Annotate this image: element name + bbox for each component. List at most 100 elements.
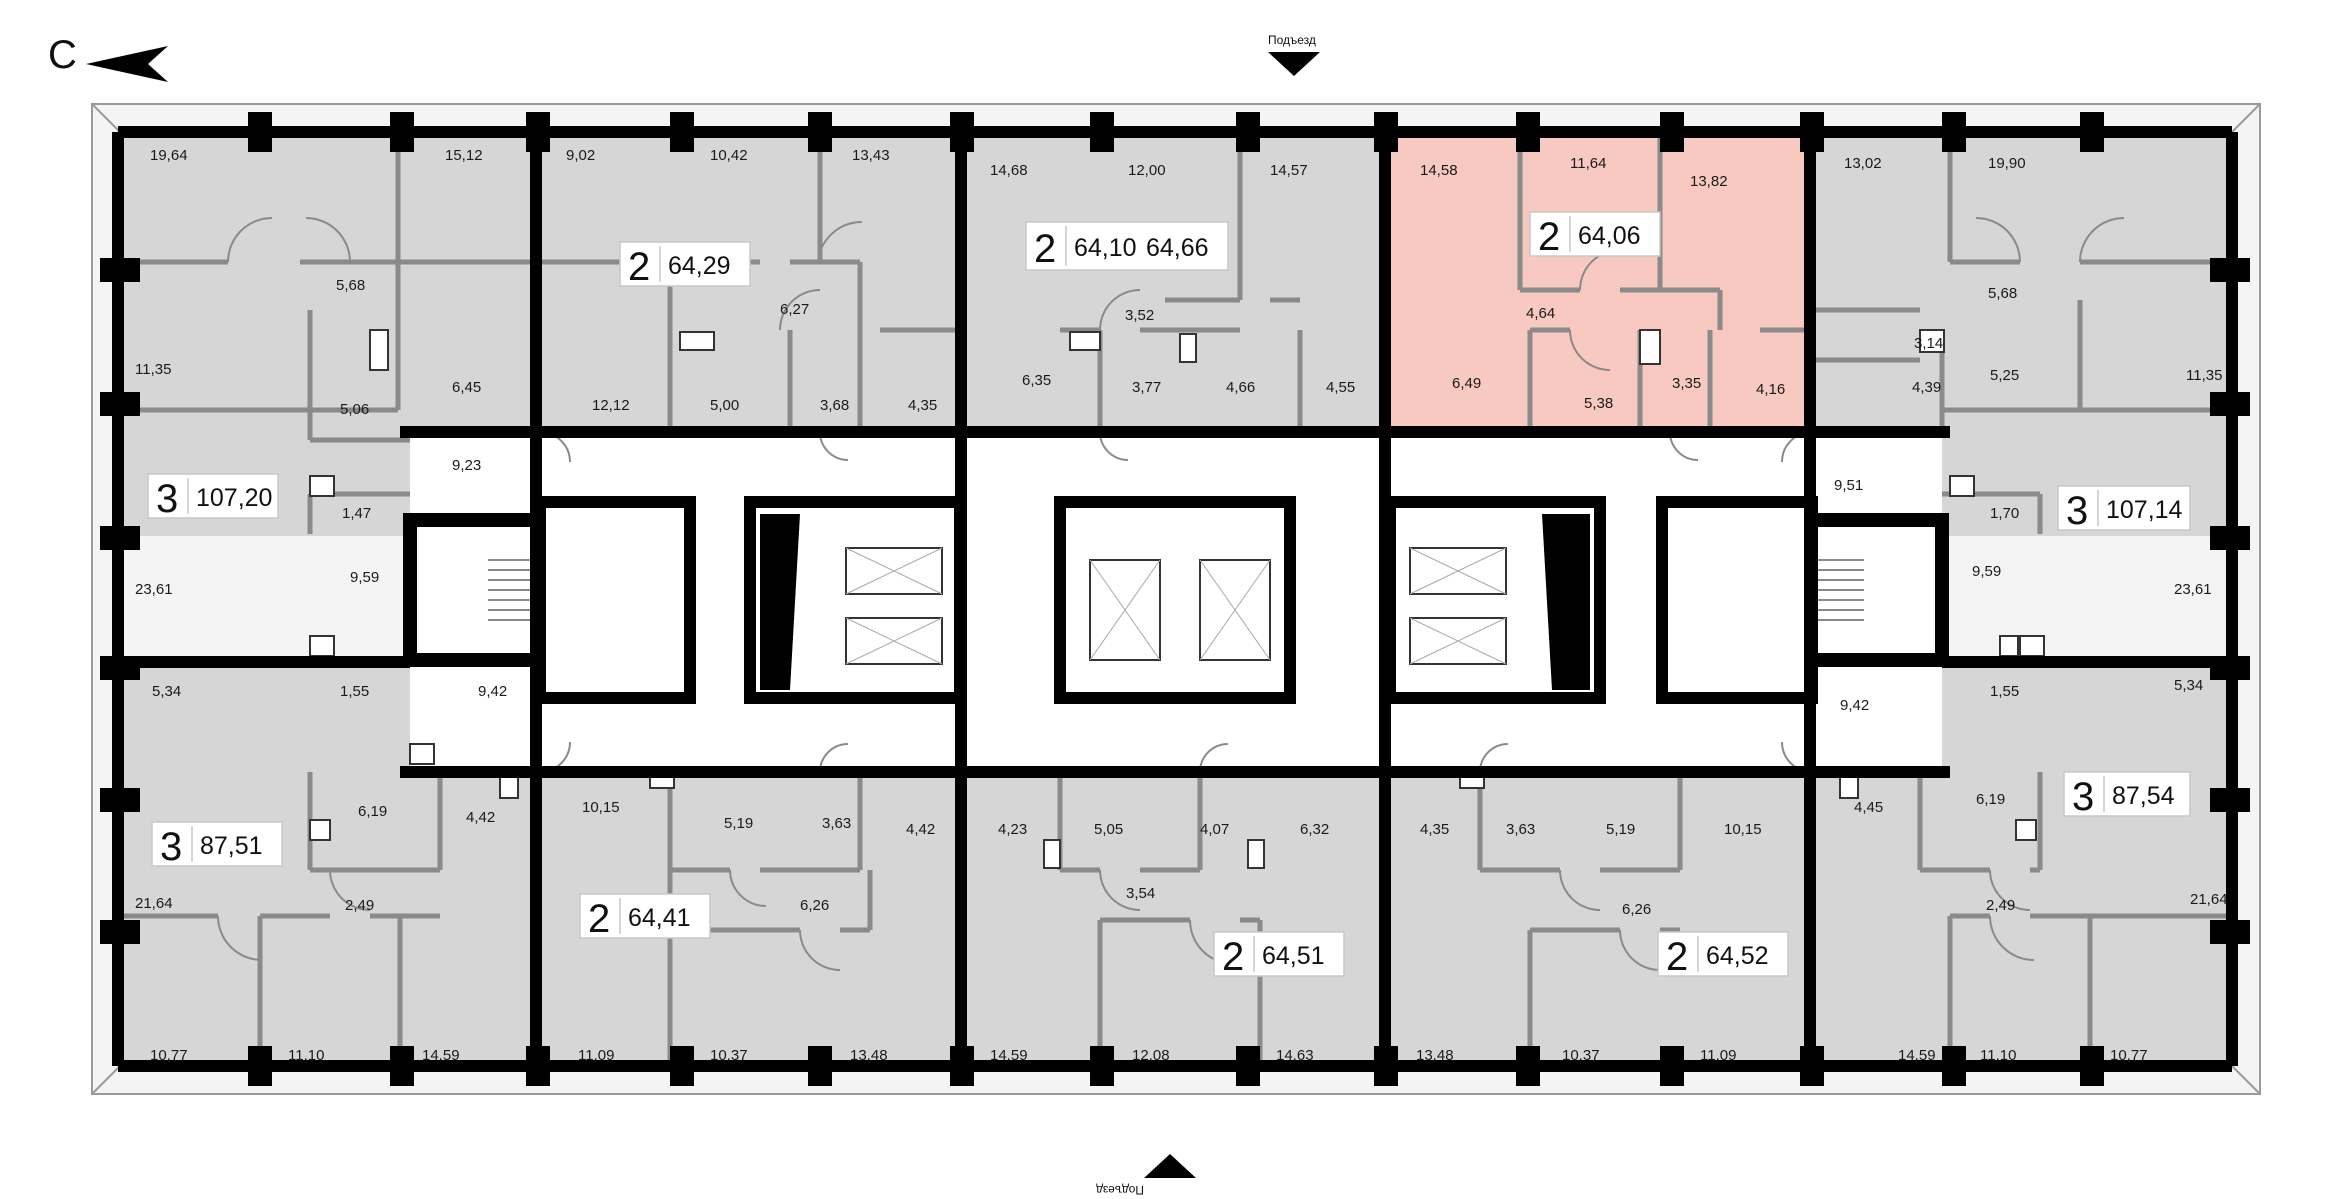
apartment-badge-64-51[interactable]: 2 64,51 bbox=[1213, 931, 1345, 979]
apartment-area: 107,14 bbox=[2106, 496, 2183, 524]
apartment-area: 87,54 bbox=[2112, 782, 2175, 810]
room-area-label: 4,42 bbox=[906, 821, 935, 838]
apartment-2-64-10 bbox=[961, 132, 1385, 432]
apartment-rooms: 2 bbox=[1666, 935, 1688, 979]
apartment-badges[interactable]: 2 64,29 2 64,10 64,66 2 64,06 3 107,20 3… bbox=[147, 211, 2191, 979]
apartment-area: 64,06 bbox=[1578, 222, 1641, 250]
room-area-label: 10,77 bbox=[2110, 1047, 2148, 1064]
facade-columns bbox=[100, 112, 2250, 1086]
room-area-label: 6,45 bbox=[452, 379, 481, 396]
apartment-rooms: 2 bbox=[1222, 935, 1244, 979]
room-area-label: 3,63 bbox=[822, 815, 851, 832]
room-area-label: 21,64 bbox=[135, 895, 173, 912]
apartment-area-alt: 64,66 bbox=[1146, 234, 1209, 262]
apartment-2-64-52 bbox=[1385, 772, 1810, 1066]
room-area-label: 9,59 bbox=[350, 569, 379, 586]
apartment-area: 64,29 bbox=[668, 252, 731, 280]
apartment-badge-87-51[interactable]: 3 87,51 bbox=[151, 821, 283, 869]
apartment-rooms: 2 bbox=[1538, 215, 1560, 259]
entrance-bottom-label: Подъезд bbox=[1096, 1183, 1144, 1197]
apartment-badge-64-41[interactable]: 2 64,41 bbox=[579, 893, 711, 941]
apartment-3-107-14 bbox=[1810, 132, 2232, 536]
room-area-label: 6,19 bbox=[358, 803, 387, 820]
apartment-badge-64-52[interactable]: 2 64,52 bbox=[1657, 931, 1789, 979]
room-area-label: 10,15 bbox=[1724, 821, 1762, 838]
room-area-label: 14,59 bbox=[422, 1047, 460, 1064]
room-area-label: 10,37 bbox=[1562, 1047, 1600, 1064]
apartment-area: 64,41 bbox=[628, 904, 691, 932]
room-area-label: 11,10 bbox=[1980, 1047, 2016, 1064]
room-area-label: 15,12 bbox=[445, 147, 483, 164]
room-area-label: 13,48 bbox=[1416, 1047, 1454, 1064]
room-area-label: 10,37 bbox=[710, 1047, 748, 1064]
elevator-cross-icons bbox=[845, 547, 1507, 665]
room-area-label: 11,09 bbox=[1700, 1047, 1736, 1064]
apartment-badge-87-54[interactable]: 3 87,54 bbox=[2063, 771, 2191, 819]
room-area-label: 4,07 bbox=[1200, 821, 1229, 838]
apartment-rooms: 3 bbox=[2072, 775, 2094, 819]
room-area-label: 14,58 bbox=[1420, 162, 1458, 179]
room-area-label: 4,39 bbox=[1912, 379, 1941, 396]
apartment-badge-107-20[interactable]: 3 107,20 bbox=[147, 473, 279, 521]
entrance-bottom-arrow-icon bbox=[1144, 1154, 1196, 1178]
room-area-label: 11,10 bbox=[288, 1047, 324, 1064]
room-area-label: 6,49 bbox=[1452, 375, 1481, 392]
room-area-label: 11,35 bbox=[135, 361, 171, 378]
room-area-label: 11,64 bbox=[1570, 155, 1606, 172]
room-area-label: 5,05 bbox=[1094, 821, 1123, 838]
apartment-area: 64,10 bbox=[1074, 234, 1137, 262]
room-area-label: 5,25 bbox=[1990, 367, 2019, 384]
room-area-label: 10,77 bbox=[150, 1047, 188, 1064]
room-area-label: 23,61 bbox=[2174, 581, 2212, 598]
room-area-label: 9,02 bbox=[566, 147, 595, 164]
room-area-label: 6,27 bbox=[780, 301, 809, 318]
room-area-labels: 19,64 15,12 9,02 10,42 13,43 14,68 12,00… bbox=[135, 147, 2228, 1064]
room-area-label: 4,23 bbox=[998, 821, 1027, 838]
room-area-label: 3,14 bbox=[1914, 335, 1943, 352]
room-area-label: 1,55 bbox=[1990, 683, 2019, 700]
apartment-badge-107-14[interactable]: 3 107,14 bbox=[2057, 485, 2191, 533]
room-area-label: 13,43 bbox=[852, 147, 890, 164]
room-area-label: 14,57 bbox=[1270, 162, 1308, 179]
room-area-label: 5,68 bbox=[1988, 285, 2017, 302]
room-area-label: 12,08 bbox=[1132, 1047, 1170, 1064]
room-area-label: 5,19 bbox=[1606, 821, 1635, 838]
room-area-label: 10,15 bbox=[582, 799, 620, 816]
room-area-label: 4,66 bbox=[1226, 379, 1255, 396]
room-area-label: 4,16 bbox=[1756, 381, 1785, 398]
room-area-label: 6,19 bbox=[1976, 791, 2005, 808]
room-area-label: 4,55 bbox=[1326, 379, 1355, 396]
room-area-label: 5,34 bbox=[2174, 677, 2203, 694]
room-area-label: 9,42 bbox=[478, 683, 507, 700]
room-area-label: 6,35 bbox=[1022, 372, 1051, 389]
entrance-top-arrow-icon bbox=[1268, 52, 1320, 76]
apartment-rooms: 2 bbox=[588, 897, 610, 941]
room-area-label: 10,42 bbox=[710, 147, 748, 164]
room-area-label: 1,55 bbox=[340, 683, 369, 700]
apartment-rooms: 3 bbox=[160, 825, 182, 869]
north-arrow-icon bbox=[86, 46, 168, 82]
interior-partitions bbox=[118, 132, 2232, 1066]
bathroom-fixtures bbox=[309, 329, 2045, 869]
room-area-label: 13,02 bbox=[1844, 155, 1882, 172]
entrance-bottom-marker: Подъезд bbox=[1096, 1154, 1196, 1197]
room-area-label: 5,00 bbox=[710, 397, 739, 414]
apartment-rooms: 2 bbox=[628, 245, 650, 289]
room-area-label: 3,68 bbox=[820, 397, 849, 414]
room-area-label: 5,06 bbox=[340, 401, 369, 418]
room-area-label: 21,64 bbox=[2190, 891, 2228, 908]
room-area-label: 4,64 bbox=[1526, 305, 1555, 322]
room-area-label: 4,42 bbox=[466, 809, 495, 826]
room-area-label: 23,61 bbox=[135, 581, 173, 598]
apartment-rooms: 3 bbox=[2066, 489, 2088, 533]
apartment-badge-64-06[interactable]: 2 64,06 bbox=[1529, 211, 1661, 259]
apartment-badge-64-29[interactable]: 2 64,29 bbox=[619, 241, 751, 289]
room-area-label: 3,54 bbox=[1126, 885, 1155, 902]
apartment-area: 87,51 bbox=[200, 832, 263, 860]
room-area-label: 6,32 bbox=[1300, 821, 1329, 838]
room-area-label: 5,34 bbox=[152, 683, 181, 700]
room-area-label: 13,82 bbox=[1690, 173, 1728, 190]
apartment-badge-64-10[interactable]: 2 64,10 64,66 bbox=[1025, 221, 1229, 271]
apartment-3-87-54 bbox=[1810, 662, 2232, 1066]
apartment-rooms: 3 bbox=[156, 477, 178, 521]
